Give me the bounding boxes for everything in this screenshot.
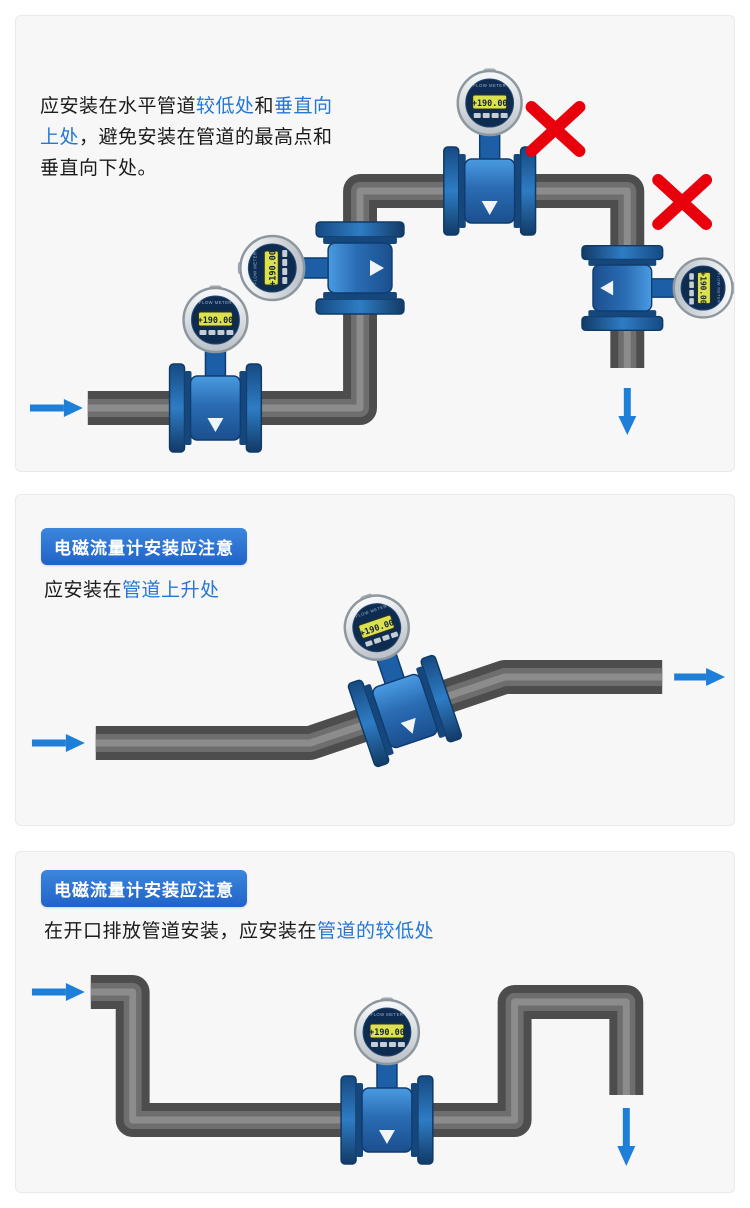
pipe-scene-1 <box>29 67 734 454</box>
flow-meter-vertical-down-wrong <box>580 244 734 332</box>
pipe-scene-3 <box>31 975 644 1166</box>
note-highlight: 较低处 <box>196 96 255 117</box>
flow-arrow-right-icon <box>674 668 726 686</box>
installation-note: 应安装在管道上升处 <box>44 575 220 606</box>
pipe <box>90 975 644 1137</box>
note-text: 应安装在水平管道 <box>40 96 197 117</box>
panel-rising-pipe: 电磁流量计安装应注意 应安装在管道上升处 <box>15 494 735 826</box>
flow-meter-low-section <box>339 996 435 1166</box>
note-highlight: 垂直向上处 <box>40 96 333 148</box>
flow-arrow-right-icon <box>31 734 85 752</box>
flow-meter-low-horizontal <box>168 284 263 454</box>
flow-arrow-down-icon <box>617 1108 636 1166</box>
installation-note: 应安装在水平管道较低处和垂直向上处，避免安装在管道的最高点和垂直向下处。 <box>40 91 346 184</box>
flow-meter-high-point-wrong <box>442 67 537 237</box>
pipe-scene-2 <box>31 579 726 769</box>
note-text: 和 <box>254 96 275 117</box>
wrong-mark-icon <box>525 101 586 157</box>
note-text: 在开口排放管道安装，应安装在 <box>44 921 318 942</box>
note-text: 应安装在 <box>44 580 123 601</box>
panel-open-discharge: 电磁流量计安装应注意 在开口排放管道安装，应安装在管道的较低处 <box>15 851 735 1193</box>
note-highlight: 管道上升处 <box>122 580 220 601</box>
installation-note: 在开口排放管道安装，应安装在管道的较低处 <box>44 916 434 947</box>
flow-arrow-down-icon <box>618 388 637 435</box>
note-highlight: 管道的较低处 <box>317 921 435 942</box>
wrong-mark-icon <box>652 174 713 230</box>
note-text: ，避免安装在管道的最高点和垂直向下处。 <box>40 127 333 179</box>
notice-badge: 电磁流量计安装应注意 <box>41 870 247 907</box>
flow-meter-vertical-up <box>237 220 406 316</box>
notice-badge: 电磁流量计安装应注意 <box>41 528 247 565</box>
flow-arrow-right-icon <box>31 983 85 1001</box>
flow-arrow-right-icon <box>29 399 83 417</box>
panel-horizontal-install: 应安装在水平管道较低处和垂直向上处，避免安装在管道的最高点和垂直向下处。 <box>15 15 735 472</box>
